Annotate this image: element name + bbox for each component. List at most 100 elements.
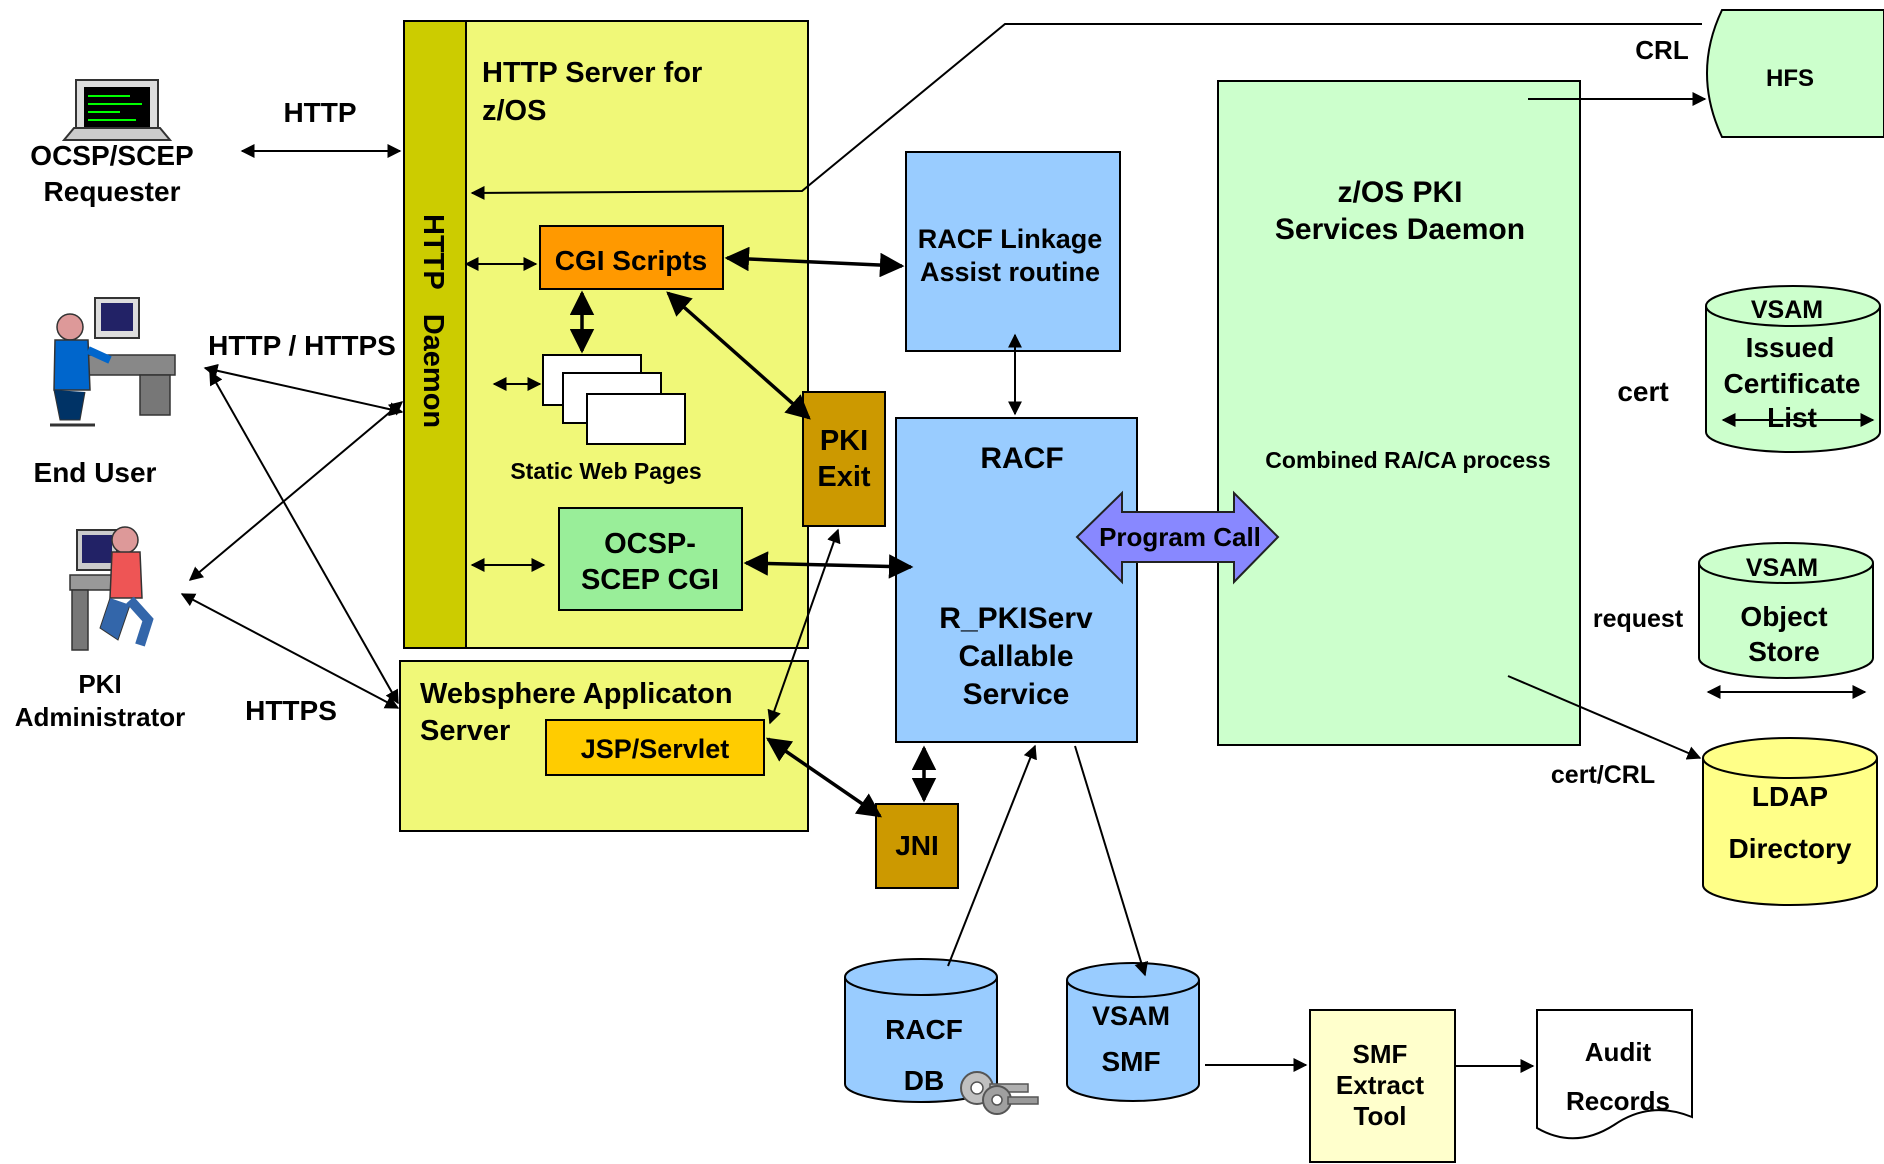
http-server-title-line2: z/OS [482, 95, 546, 127]
requester-label-line2: Requester [44, 176, 181, 207]
ldap-top [1702, 737, 1878, 779]
admin-daemon-arrow [188, 401, 404, 581]
computer-terminal-icon [61, 79, 173, 141]
person-at-computer-icon [50, 297, 176, 427]
cgi-pkiexit-arrow [666, 291, 811, 420]
racf-db-top [844, 958, 998, 996]
hfs-storage: HFS [1706, 9, 1884, 138]
end-user-label: End User [34, 457, 157, 488]
jsp-jni-arrow [765, 737, 883, 818]
racf-db-line2: DB [904, 1065, 944, 1096]
object-store-line1: Object [1740, 601, 1827, 632]
daemon-ldap-arrow [1507, 675, 1702, 760]
object-store-body [1698, 563, 1874, 679]
jsp-servlet-label: JSP/Servlet [581, 734, 730, 764]
websphere-server: Websphere Applicaton Server JSP/Servlet [399, 660, 809, 832]
smf-tool-line2: Extract [1336, 1070, 1424, 1100]
issued-line2: Certificate [1724, 368, 1861, 399]
racf-box [895, 417, 1138, 743]
racf-db: RACF DB [844, 958, 1039, 1115]
vsam-smf-top [1066, 962, 1200, 998]
ldap-directory: LDAP Directory [1702, 737, 1878, 906]
ldap-line2: Directory [1729, 833, 1852, 864]
issued-cylinder-top [1705, 285, 1881, 327]
admin-label-line1: PKI [78, 669, 121, 699]
http-daemon-label-line2: Daemon [417, 314, 449, 428]
pki-exit-line1: PKI [820, 425, 868, 457]
racfdb-racf-arrow [947, 744, 1037, 967]
smf-extract-tool: SMF Extract Tool [1309, 1009, 1456, 1163]
pki-daemon-title-line2: Services Daemon [1275, 213, 1525, 246]
smf-tool-box [1309, 1009, 1456, 1163]
hfs-label: HFS [1766, 65, 1814, 92]
cgi-linkage-arrow [724, 246, 905, 278]
object-store-top [1698, 542, 1874, 584]
protocol-https-label: HTTPS [245, 695, 337, 726]
jsp-servlet-box [545, 719, 765, 776]
racf-linkage-line1: RACF Linkage [918, 224, 1103, 254]
admin-label-line2: Administrator [15, 702, 185, 732]
protocol-http-https-label: HTTP / HTTPS [208, 330, 396, 361]
http-daemon-label-line1: HTTP [417, 214, 449, 290]
jni: JNI [875, 803, 959, 889]
cgi-scripts-label: CGI Scripts [555, 245, 707, 276]
cgi-scripts: CGI Scripts [539, 225, 724, 290]
jni-label: JNI [895, 830, 939, 861]
object-store-type-label: VSAM [1746, 554, 1818, 582]
jni-box [875, 803, 959, 889]
http-daemon-label: HTTP Daemon [417, 214, 449, 428]
pki-exit: PKI Exit [802, 391, 886, 527]
http-daemon-bar: HTTP Daemon [403, 20, 467, 649]
ldap-body [1702, 758, 1878, 906]
racf-title: RACF [980, 442, 1063, 475]
vsam-smf: VSAM SMF [1066, 962, 1200, 1102]
cert-label: cert [1617, 376, 1668, 407]
racf-linkage-assist: RACF Linkage Assist routine [905, 151, 1121, 352]
racf-service-line3: Service [963, 678, 1070, 711]
pki-exit-box [802, 391, 886, 527]
smf-tool-line3: Tool [1354, 1101, 1407, 1131]
ocsp-scep-cgi-box [558, 507, 743, 611]
audit-records-shape [1536, 1009, 1693, 1140]
racf-smf-arrow [1074, 745, 1149, 977]
pki-exit-line2: Exit [817, 461, 871, 493]
program-call-arrow: Program Call [1075, 490, 1280, 585]
http-daemon-box [403, 20, 467, 649]
racf-linkage-line2: Assist routine [920, 257, 1100, 287]
protocol-http-label: HTTP [283, 97, 356, 128]
http-server-title-line1: HTTP Server for [482, 57, 702, 89]
request-label: request [1593, 605, 1684, 633]
program-call-label: Program Call [1099, 522, 1261, 552]
static-web-pages-label: Static Web Pages [510, 458, 701, 484]
program-call-shape [1075, 490, 1280, 585]
administrator-at-computer-icon [69, 526, 154, 651]
static-page-3 [586, 393, 686, 445]
jsp-pkiexit-arrow [767, 528, 841, 725]
audit-records: Audit Records [1536, 1009, 1693, 1140]
pki-daemon-title-line1: z/OS PKI [1337, 176, 1462, 209]
ocsp-scep-cgi-line2: SCEP CGI [581, 564, 719, 596]
smf-tool-line1: SMF [1353, 1039, 1408, 1069]
cgi-scripts-box [539, 225, 724, 290]
racf-db-line1: RACF [885, 1014, 963, 1045]
hfs-shape [1706, 9, 1884, 138]
issued-type-label: VSAM [1751, 296, 1823, 324]
pki-daemon-process-label: Combined RA/CA process [1265, 447, 1550, 473]
hfs-crl-line [470, 23, 1702, 200]
audit-line2: Records [1566, 1086, 1670, 1116]
ldap-line1: LDAP [1752, 781, 1828, 812]
cert-crl-label: cert/CRL [1551, 761, 1655, 789]
racf-service-line2: Callable [958, 640, 1073, 673]
vsam-smf-line1: VSAM [1092, 1001, 1170, 1031]
crl-label: CRL [1635, 35, 1689, 65]
racf-service-line1: R_PKIServ [939, 602, 1093, 635]
racf-linkage-box [905, 151, 1121, 352]
object-store-line2: Store [1748, 636, 1820, 667]
issued-line1: Issued [1746, 332, 1835, 363]
vsam-issued-cert-list: VSAM Issued Certificate List [1705, 285, 1881, 453]
enduser-http-arrow [203, 363, 404, 417]
admin-websphere-arrow [180, 593, 400, 709]
keys-icon [960, 1071, 1039, 1115]
audit-line1: Audit [1585, 1037, 1652, 1067]
